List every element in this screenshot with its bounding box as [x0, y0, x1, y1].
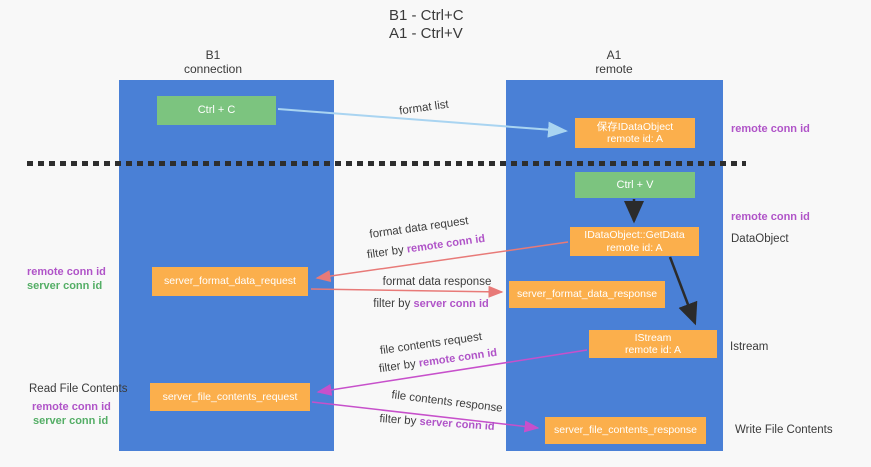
box-istream: IStream remote id: A	[589, 330, 717, 358]
getdata-line1: IDataObject::GetData	[584, 229, 685, 241]
server-format-data-response-label: server_format_data_response	[516, 288, 658, 301]
arrow-format-data-response	[310, 285, 504, 298]
filter-by-text: filter by	[378, 412, 420, 428]
server-format-data-request-label: server_format_data_request	[164, 275, 296, 288]
server-conn-id-text: server conn id	[419, 415, 496, 434]
filter-by-text: filter by	[378, 357, 420, 376]
server-conn-id-text: server conn id	[413, 298, 489, 310]
lane-a1-title: A1	[606, 48, 622, 62]
label-file-contents-response: file contents response	[390, 389, 504, 415]
box-idataobject-getdata: IDataObject::GetData remote id: A	[570, 227, 699, 256]
annotation-remote-conn-id-left2: remote conn id	[32, 401, 111, 413]
annotation-istream: Istream	[730, 341, 769, 353]
annotation-read-file-contents: Read File Contents	[29, 383, 128, 395]
getdata-line2: remote id: A	[606, 241, 663, 254]
annotation-server-conn-id-left1: server conn id	[27, 280, 103, 292]
box-save-idataobject: 保存IDataObject remote id: A	[575, 118, 695, 148]
server-file-contents-request-label: server_file_contents_request	[162, 390, 298, 403]
session-divider-dashed-line	[27, 161, 746, 166]
annotation-remote-conn-id-mid: remote conn id	[731, 211, 810, 223]
server-file-contents-response-label: server_file_contents_response	[553, 424, 697, 437]
box-ctrl-v: Ctrl + V	[575, 172, 695, 198]
box-ctrl-c: Ctrl + C	[157, 96, 276, 125]
box-server-format-data-request: server_format_data_request	[152, 267, 308, 296]
ctrl-c-label: Ctrl + C	[197, 104, 236, 116]
save-idataobject-line1: 保存IDataObject	[596, 120, 674, 133]
lane-b1-subtitle: connection	[183, 62, 243, 76]
lane-header-b1: B1 connection	[153, 48, 273, 76]
lane-a1-subtitle: remote	[595, 62, 633, 76]
annotation-remote-conn-id-top: remote conn id	[731, 123, 810, 135]
label-filter-by-server-1: filter by server conn id	[373, 298, 488, 310]
remote-conn-id-text: remote conn id	[406, 232, 486, 256]
save-idataobject-line2: remote id: A	[606, 133, 664, 145]
annotation-remote-conn-id-left1: remote conn id	[27, 266, 106, 278]
istream-line2: remote id: A	[624, 344, 682, 356]
istream-line1: IStream	[634, 331, 672, 344]
annotation-dataobject: DataObject	[731, 233, 789, 245]
ctrl-v-label: Ctrl + V	[616, 178, 654, 191]
filter-by-text: filter by	[373, 298, 414, 310]
box-server-format-data-response: server_format_data_response	[509, 281, 665, 308]
label-format-list: format list	[398, 98, 450, 118]
title-line1: B1 - Ctrl+C	[389, 7, 464, 24]
box-server-file-contents-request: server_file_contents_request	[150, 383, 310, 411]
label-format-data-response: format data response	[382, 276, 492, 288]
lane-header-a1: A1 remote	[554, 48, 674, 76]
annotation-write-file-contents: Write File Contents	[735, 424, 833, 436]
title-line2: A1 - Ctrl+V	[389, 25, 463, 42]
box-server-file-contents-response: server_file_contents_response	[545, 417, 706, 444]
lane-b1-title: B1	[205, 48, 221, 62]
annotation-server-conn-id-left2: server conn id	[33, 415, 109, 427]
label-filter-by-server-2: filter by server conn id	[379, 413, 495, 433]
filter-by-text: filter by	[366, 243, 408, 262]
